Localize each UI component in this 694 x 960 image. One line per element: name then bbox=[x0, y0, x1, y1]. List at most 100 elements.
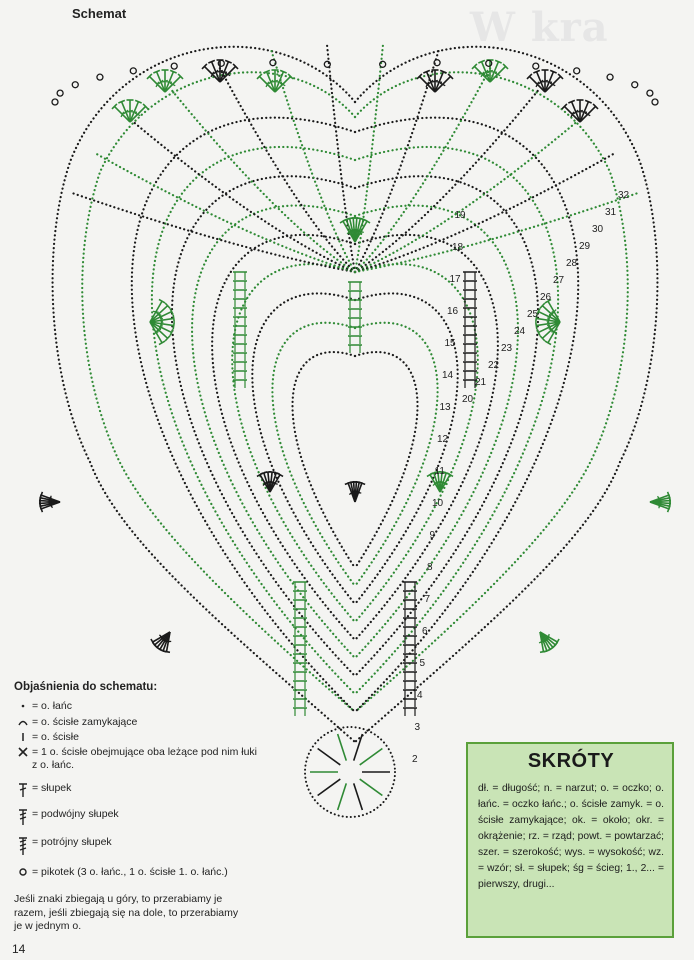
row-number: 12 bbox=[437, 434, 449, 445]
start-ring bbox=[304, 726, 396, 818]
stitch-top bbox=[169, 328, 174, 336]
start-spoke bbox=[352, 783, 364, 811]
legend-title: Objaśnienia do schematu: bbox=[14, 681, 158, 693]
stitch-crossbar bbox=[158, 634, 165, 640]
stitch-top bbox=[287, 73, 294, 80]
stitch-crossbar bbox=[156, 327, 161, 333]
stitch-top bbox=[549, 69, 557, 74]
row-arc bbox=[353, 204, 520, 660]
stitch-crossbar bbox=[152, 310, 159, 314]
stitch-top bbox=[534, 314, 538, 323]
stitch-crossbar bbox=[272, 79, 278, 83]
picot-mark bbox=[96, 73, 104, 81]
stitch-top bbox=[534, 321, 538, 330]
spoke-arc bbox=[170, 88, 357, 274]
stitch-top bbox=[561, 103, 568, 110]
row-number: 20 bbox=[462, 394, 474, 405]
legend-item-single-crochet: = o. ścisłe bbox=[14, 731, 264, 744]
picot-mark bbox=[532, 62, 540, 70]
stitch-top bbox=[276, 472, 284, 478]
row-arc bbox=[353, 350, 419, 570]
spoke-arc bbox=[129, 118, 357, 274]
legend-text: = o. ścisłe zamykające bbox=[32, 715, 138, 728]
stitch-top bbox=[146, 73, 153, 80]
stitch-top bbox=[169, 69, 177, 74]
row-arc bbox=[271, 321, 357, 588]
stitch-crossbar bbox=[494, 72, 501, 77]
legend-text: = o. ścisłe bbox=[32, 730, 79, 743]
start-spoke bbox=[317, 747, 341, 766]
stitch-top bbox=[164, 335, 171, 342]
stitch-crossbar bbox=[584, 112, 591, 117]
row-arc bbox=[353, 263, 479, 624]
row-number: 25 bbox=[527, 309, 539, 320]
stitch-top bbox=[557, 73, 564, 80]
stitch-crossbar bbox=[535, 81, 540, 88]
stitch-crossbar bbox=[158, 314, 164, 320]
stitch-top bbox=[172, 314, 176, 323]
stitch-top bbox=[478, 59, 486, 64]
stitch-top bbox=[536, 308, 541, 316]
stitch-crossbar bbox=[158, 79, 164, 85]
spoke-arc bbox=[325, 41, 357, 274]
row-arc bbox=[353, 116, 580, 714]
stitch-crossbar bbox=[166, 81, 173, 83]
stitch-top bbox=[494, 59, 502, 64]
legend-item-treble: = podwójny słupek bbox=[14, 808, 264, 826]
crochet-chart: 2345678910111213141516171819202122232425… bbox=[38, 41, 672, 818]
stitch-top bbox=[666, 491, 671, 499]
stitch-crossbar bbox=[551, 330, 558, 334]
picot-mark bbox=[56, 89, 64, 97]
row-arc bbox=[150, 146, 357, 696]
stitch-top bbox=[539, 302, 546, 309]
stitch-top bbox=[39, 491, 44, 499]
legend-note: Jeśli znaki zbiegają u góry, to przerabi… bbox=[14, 893, 239, 933]
stitch-crossbar bbox=[120, 111, 125, 118]
stitch-crossbar bbox=[217, 69, 223, 73]
legend-text: = 1 o. ścisłe obejmujące oba leżące pod … bbox=[32, 745, 258, 771]
stitch-top bbox=[416, 73, 423, 80]
start-spoke bbox=[336, 733, 348, 761]
row-number: 13 bbox=[440, 402, 452, 413]
spoke-arc bbox=[353, 88, 540, 274]
picot-mark bbox=[323, 60, 331, 68]
row-number: 5 bbox=[420, 658, 426, 669]
stitch-top bbox=[447, 73, 454, 80]
stitch-crossbar bbox=[357, 230, 364, 234]
row-number: 7 bbox=[425, 594, 431, 605]
row-number: 3 bbox=[415, 722, 421, 733]
spoke-arc bbox=[353, 118, 581, 274]
row-number: 29 bbox=[579, 241, 591, 252]
legend-text: = podwójny słupek bbox=[32, 808, 119, 820]
stitch-crossbar bbox=[224, 72, 231, 77]
chain-dot-icon bbox=[14, 700, 32, 712]
row-number: 15 bbox=[445, 338, 457, 349]
stitch-crossbar bbox=[155, 81, 160, 88]
row-arc bbox=[170, 175, 357, 678]
stitch-top bbox=[526, 73, 533, 80]
abbreviations-title: SKRÓTY bbox=[527, 750, 615, 772]
stitch-crossbar bbox=[432, 79, 438, 83]
legend: Objaśnienia do schematu: = o. łańc = o. … bbox=[14, 680, 264, 934]
background-title: W kra bbox=[470, 4, 609, 51]
stitch-crossbar bbox=[127, 109, 133, 113]
stitch-top bbox=[502, 63, 509, 70]
stitch-crossbar bbox=[548, 328, 555, 332]
stitch-top bbox=[584, 99, 592, 104]
picot-mark bbox=[170, 62, 178, 70]
stitch-top bbox=[363, 218, 371, 224]
stitch-top bbox=[158, 340, 166, 346]
spoke-arc bbox=[96, 153, 357, 274]
picot-mark bbox=[217, 59, 225, 67]
page-number: 14 bbox=[12, 942, 26, 956]
picot-mark bbox=[71, 81, 79, 89]
stitch-crossbar bbox=[436, 81, 443, 83]
stitch-top bbox=[544, 298, 552, 304]
stitch-crossbar bbox=[549, 82, 556, 87]
row-number: 30 bbox=[592, 224, 604, 235]
picot-mark bbox=[433, 59, 441, 67]
stitch-top bbox=[169, 308, 174, 316]
legend-text: = o. łańc bbox=[32, 700, 72, 713]
row-arc bbox=[353, 321, 439, 588]
stitch-top bbox=[134, 99, 142, 104]
